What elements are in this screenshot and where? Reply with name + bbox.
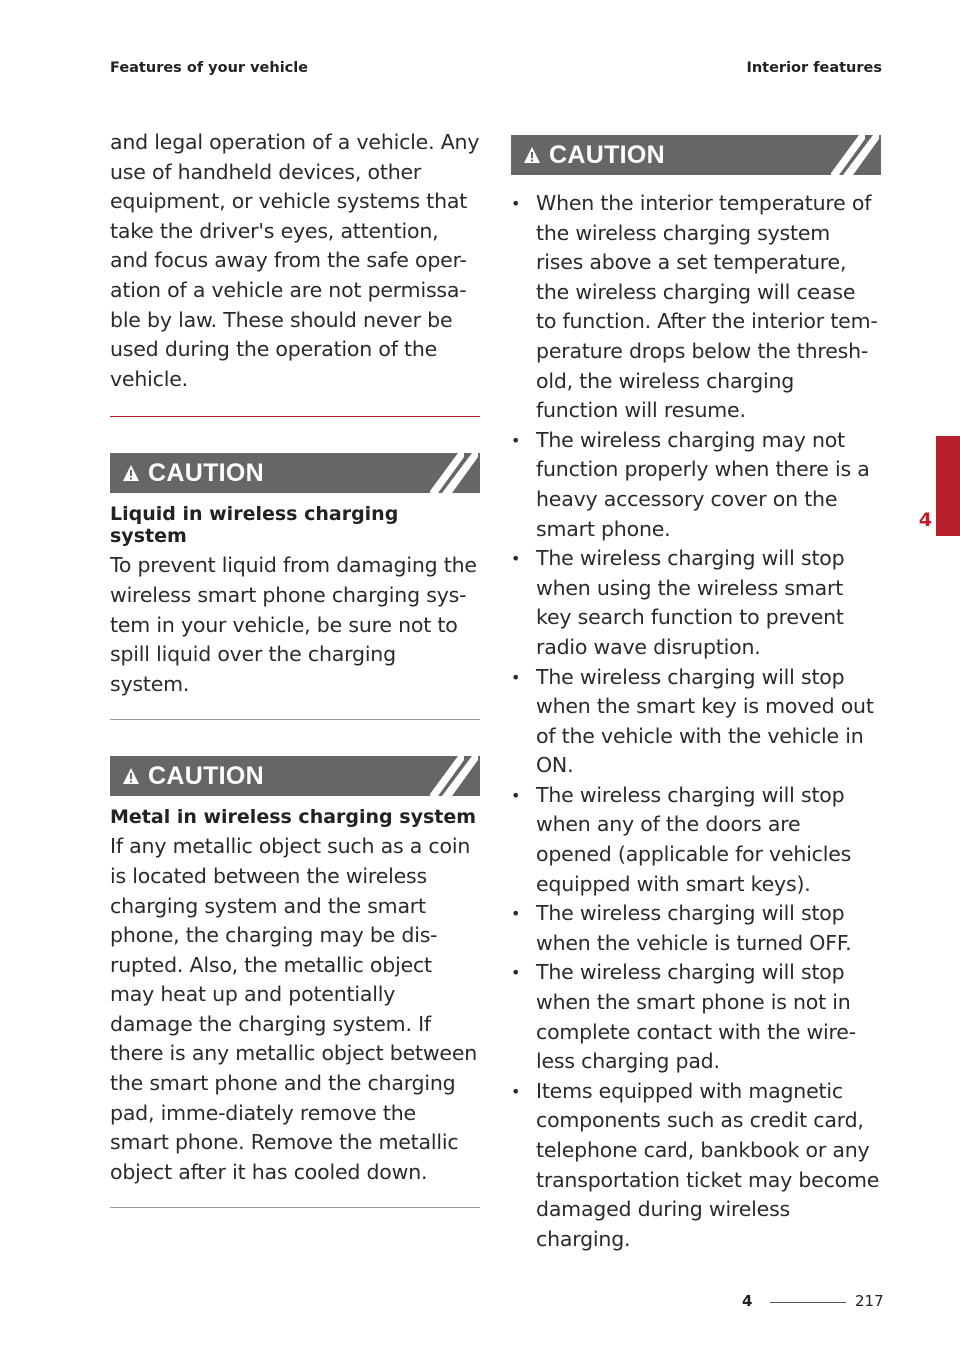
caution-label: CAUTION [549, 141, 665, 169]
slash-decoration-icon [831, 135, 879, 175]
list-item: •The wireless charging will stop when us… [511, 546, 845, 659]
list-item: •When the interior temperature of the wi… [511, 191, 878, 423]
footer-divider [770, 1302, 846, 1303]
caution-banner: CAUTION [511, 135, 881, 175]
right-column: CAUTION •When the interior temperature o… [511, 135, 881, 1254]
list-item: •The wireless charging will stop when th… [511, 901, 852, 955]
section-divider [110, 719, 480, 721]
caution-label: CAUTION [148, 459, 264, 488]
caution-heading: Metal in wireless charging system [110, 806, 477, 829]
caution-bullet-list: •When the interior temperature of the wi… [511, 189, 881, 1254]
running-header-right: Interior features [746, 60, 882, 76]
caution-label: CAUTION [148, 762, 264, 791]
caution-banner: CAUTION [110, 453, 480, 494]
caution-heading: Liquid in wireless charging system [110, 503, 399, 548]
list-item: •The wireless charging will stop when th… [511, 664, 874, 778]
warning-triangle-icon [123, 768, 139, 785]
warning-triangle-icon [123, 465, 139, 482]
list-item: •The wireless charging may not function … [511, 427, 870, 541]
warning-triangle-icon [524, 147, 540, 163]
caution-banner: CAUTION [110, 756, 480, 797]
chapter-side-tab [936, 436, 960, 536]
footer-chapter: 4 [742, 1292, 753, 1310]
slash-decoration-icon [430, 453, 478, 494]
running-header-left: Features of your vehicle [110, 60, 309, 76]
caution-body: If any metallic object such as a coin is… [110, 834, 478, 1184]
section-divider [110, 416, 480, 418]
chapter-side-number: 4 [918, 509, 932, 531]
caution-body: To prevent liquid from damaging the wire… [110, 553, 477, 696]
left-column: and legal operation of a vehicle. Any us… [110, 128, 480, 1209]
section-divider [110, 1207, 480, 1209]
list-item: •Items equipped with magnetic components… [511, 1078, 880, 1251]
list-item: •The wireless charging will stop when th… [511, 960, 856, 1074]
page-number: 217 [855, 1292, 884, 1310]
list-item: •The wireless charging will stop when an… [511, 782, 852, 896]
intro-paragraph: and legal operation of a vehicle. Any us… [110, 130, 480, 391]
slash-decoration-icon [430, 756, 478, 797]
